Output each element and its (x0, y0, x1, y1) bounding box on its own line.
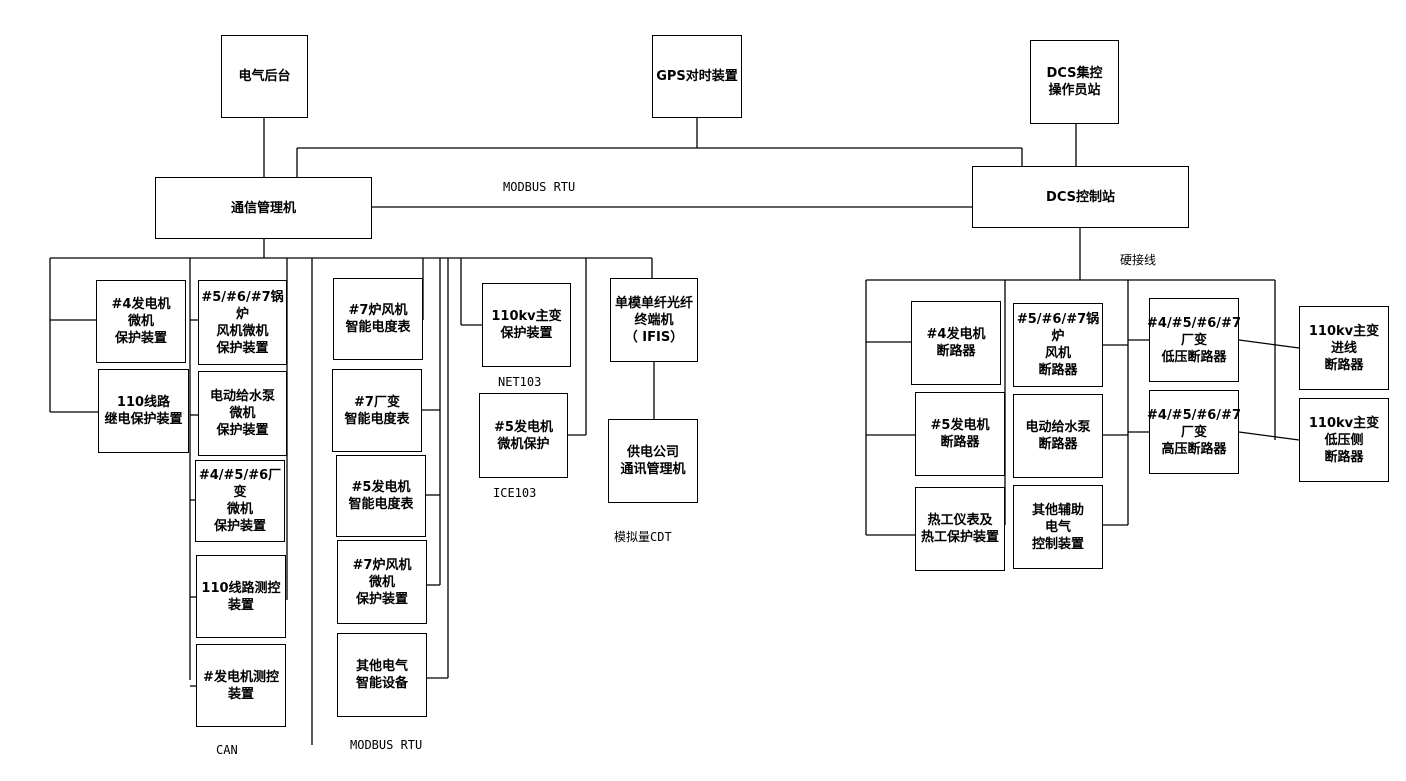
node-label: #5发电机 断路器 (930, 418, 990, 450)
node-label: 110kv主变 保护装置 (491, 309, 562, 341)
node-label: #5/#6/#7锅炉 风机 断路器 (1016, 312, 1100, 378)
gen4-protection-node: #4发电机 微机 保护装置 (96, 280, 186, 363)
node-label: #4/#5/#6/#7 厂变 高压断路器 (1147, 407, 1241, 457)
line110-monitor-node: 110线路测控 装置 (196, 555, 286, 638)
analog-cdt-label: 模拟量CDT (614, 530, 672, 544)
node-label: 单模单纤光纤 终端机 （ IFIS） (614, 295, 693, 345)
can-label: CAN (216, 743, 238, 757)
connector-line (1238, 431, 1300, 441)
boiler-fan-protection-node: #5/#6/#7锅炉 风机微机 保护装置 (198, 280, 287, 365)
node-label: #5发电机 微机保护 (494, 419, 553, 452)
node-label: #4/#5/#6厂变 微机 保护装置 (198, 468, 282, 534)
feed-pump-protection-node: 电动给水泵 微机 保护装置 (198, 371, 287, 456)
main-trans-low-breaker-node: 110kv主变 低压侧 断路器 (1299, 398, 1389, 482)
node-label: #7炉风机 智能电度表 (345, 303, 411, 335)
trans7-meter-node: #7厂变 智能电度表 (332, 369, 422, 452)
other-devices-node: 其他电气 智能设备 (337, 633, 427, 717)
fan7-protection-node: #7炉风机 微机 保护装置 (337, 540, 427, 624)
main-trans-inlet-breaker-node: 110kv主变 进线 断路器 (1299, 306, 1389, 390)
node-label: 电动给水泵 微机 保护装置 (209, 389, 275, 438)
node-label: 供电公司 通讯管理机 (620, 445, 686, 477)
node-label: #5发电机 智能电度表 (348, 480, 414, 512)
node-label: GPS对时装置 (656, 69, 738, 84)
power-company-comm-node: 供电公司 通讯管理机 (608, 419, 698, 503)
node-label: 电气后台 (238, 69, 291, 84)
connector-line (1238, 339, 1300, 349)
gen-monitor-node: #发电机测控 装置 (196, 644, 286, 727)
line110-relay-node: 110线路 继电保护装置 (98, 369, 189, 453)
trans456-protection-node: #4/#5/#6厂变 微机 保护装置 (195, 460, 285, 542)
fan7-meter-node: #7炉风机 智能电度表 (333, 278, 423, 360)
node-label: 110kv主变 低压侧 断路器 (1308, 415, 1380, 465)
comm-manager-node: 通信管理机 (155, 177, 372, 239)
hardwire-label: 硬接线 (1120, 253, 1157, 267)
low-voltage-breaker-node: #4/#5/#6/#7 厂变 低压断路器 (1147, 298, 1241, 382)
dcs-operator-node: DCS集控 操作员站 (1030, 40, 1119, 124)
node-label: #5/#6/#7锅炉 风机微机 保护装置 (201, 289, 284, 356)
node-label: DCS集控 操作员站 (1046, 66, 1103, 98)
node-label: #4/#5/#6/#7 厂变 低压断路器 (1147, 315, 1241, 365)
node-label: #4发电机 断路器 (926, 327, 986, 359)
node-label: 热工仪表及 热工保护装置 (920, 513, 999, 545)
gen5-breaker-node: #5发电机 断路器 (915, 392, 1005, 476)
dcs-control-node: DCS控制站 (972, 166, 1189, 228)
modbus-top-label: MODBUS RTU (503, 180, 576, 194)
node-label: 110kv主变 进线 断路器 (1308, 323, 1380, 373)
node-label: 110线路 继电保护装置 (104, 395, 183, 427)
fiber-terminal-node: 单模单纤光纤 终端机 （ IFIS） (610, 278, 698, 362)
node-label: #4发电机 微机 保护装置 (111, 297, 171, 346)
node-label: 其他辅助 电气 控制装置 (1031, 502, 1084, 552)
node-label: 110线路测控 装置 (201, 580, 281, 613)
gps-clock-node: GPS对时装置 (652, 35, 742, 118)
electrical-backend-node: 电气后台 (221, 35, 308, 118)
boiler-fan-breaker-node: #5/#6/#7锅炉 风机 断路器 (1013, 303, 1103, 387)
other-aux-node: 其他辅助 电气 控制装置 (1013, 485, 1103, 569)
node-label: #7炉风机 微机 保护装置 (352, 557, 412, 607)
ice103-label: ICE103 (493, 486, 537, 500)
gen5-meter-node: #5发电机 智能电度表 (336, 455, 426, 537)
gen4-breaker-node: #4发电机 断路器 (911, 301, 1001, 385)
net103-label: NET103 (498, 375, 542, 389)
gen5-protection-node: #5发电机 微机保护 (479, 393, 568, 478)
main-trans-protection-node: 110kv主变 保护装置 (482, 283, 571, 367)
high-voltage-breaker-node: #4/#5/#6/#7 厂变 高压断路器 (1147, 390, 1241, 474)
node-label: #7厂变 智能电度表 (344, 394, 410, 427)
thermal-node: 热工仪表及 热工保护装置 (915, 487, 1005, 571)
feed-pump-breaker-node: 电动给水泵 断路器 (1013, 394, 1103, 478)
node-label: #发电机测控 装置 (203, 669, 279, 702)
modbus-bottom-label: MODBUS RTU (350, 738, 423, 752)
node-label: 电动给水泵 断路器 (1025, 420, 1091, 452)
node-label: 通信管理机 (230, 200, 296, 216)
node-label: 其他电气 智能设备 (355, 659, 408, 691)
node-label: DCS控制站 (1046, 189, 1115, 205)
